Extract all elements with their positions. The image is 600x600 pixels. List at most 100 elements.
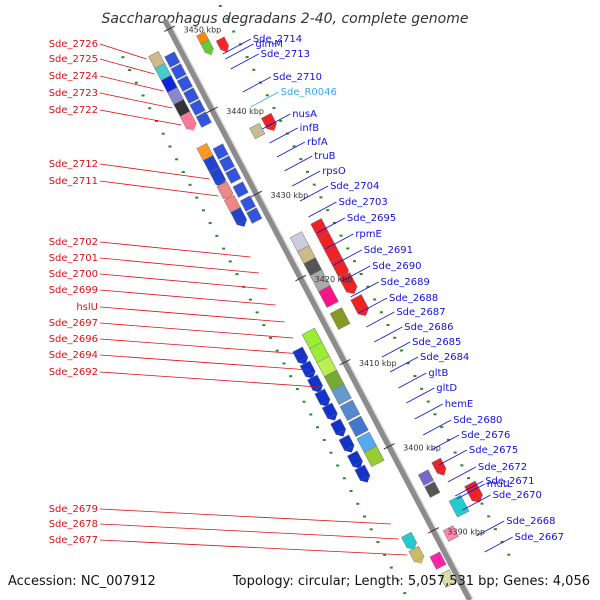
left-gene-label[interactable]: Sde_2700 (49, 269, 98, 280)
left-label-leader (99, 306, 285, 323)
left-gene-label[interactable]: Sde_2702 (49, 237, 98, 248)
gene-feature-body (329, 307, 351, 330)
scale-dot (379, 311, 383, 314)
left-gene-label[interactable]: Sde_2694 (49, 350, 98, 361)
gene-feature (249, 122, 266, 140)
left-gene-label[interactable]: Sde_2699 (49, 285, 98, 296)
gene-feature (164, 51, 181, 68)
right-gene-label[interactable]: gltB (428, 368, 448, 379)
genome-backbone (162, 18, 473, 600)
right-gene-label[interactable]: truB (314, 151, 335, 162)
right-gene-label[interactable]: Sde_2671 (485, 476, 534, 487)
scale-dot (168, 145, 172, 148)
scale-dot (295, 387, 299, 390)
right-gene-label[interactable]: Sde_2691 (364, 245, 413, 256)
right-gene-label[interactable]: Sde_2668 (506, 516, 555, 527)
gene-feature-arrow (298, 357, 309, 365)
left-label-leader (99, 58, 155, 75)
left-gene-label[interactable]: Sde_2678 (49, 519, 98, 530)
right-gene-label[interactable]: Sde_R0046 (281, 87, 337, 98)
left-gene-label[interactable]: Sde_2726 (49, 39, 98, 50)
right-gene-label[interactable]: rbfA (307, 137, 328, 148)
left-gene-label[interactable]: Sde_2724 (49, 71, 98, 82)
left-gene-label[interactable]: Sde_2696 (49, 334, 98, 345)
right-gene-label[interactable]: Sde_2686 (404, 322, 453, 333)
scale-dot (426, 400, 430, 403)
gene-feature (347, 450, 364, 469)
left-gene-label[interactable]: Sde_2697 (49, 318, 98, 329)
left-gene-label[interactable]: Sde_2711 (49, 176, 98, 187)
gene-feature-arrow (327, 413, 338, 421)
right-label-leader (358, 297, 388, 314)
right-gene-label[interactable]: Sde_2672 (478, 462, 527, 473)
right-label-leader (381, 341, 411, 358)
right-gene-label[interactable]: Sde_2685 (412, 337, 461, 348)
right-gene-label[interactable]: mutL (487, 479, 513, 490)
scale-dot (225, 17, 229, 20)
right-gene-label[interactable]: Sde_2704 (330, 181, 379, 192)
right-label-leader (242, 76, 271, 93)
scale-dot (148, 107, 152, 110)
right-label-leader (262, 113, 291, 130)
left-label-leader (99, 43, 147, 60)
scale-dot (359, 272, 363, 275)
left-label-leader (99, 92, 173, 109)
scale-dot (248, 298, 252, 301)
gene-feature (212, 143, 229, 160)
gene-feature (329, 307, 351, 330)
right-label-leader (225, 43, 254, 60)
right-gene-label[interactable]: Sde_2680 (453, 415, 502, 426)
gene-feature-body (249, 122, 266, 140)
right-label-leader (438, 449, 468, 466)
left-gene-label[interactable]: Sde_2712 (49, 159, 98, 170)
scale-dot (161, 132, 165, 135)
gene-feature (260, 112, 277, 131)
right-label-leader (414, 403, 443, 420)
scale-dot (312, 183, 316, 186)
right-gene-label[interactable]: rpsO (322, 166, 346, 177)
left-label-leader (99, 289, 276, 306)
right-gene-label[interactable]: rpmE (355, 229, 382, 240)
right-gene-label[interactable]: Sde_2667 (515, 532, 564, 543)
kbp-label: 3390 kbp (447, 527, 485, 536)
left-gene-label[interactable]: Sde_2701 (49, 253, 98, 264)
left-gene-label[interactable]: Sde_2679 (49, 504, 98, 515)
right-gene-label[interactable]: Sde_2710 (273, 72, 322, 83)
right-gene-label[interactable]: Sde_2687 (396, 307, 445, 318)
right-gene-label[interactable]: Sde_2703 (338, 197, 387, 208)
gene-feature-body (408, 545, 425, 563)
right-gene-label[interactable]: Sde_2675 (469, 445, 518, 456)
left-gene-label[interactable]: Sde_2725 (49, 54, 98, 65)
right-gene-label[interactable]: gltD (436, 383, 457, 394)
left-gene-label[interactable]: hslU (76, 302, 98, 313)
right-label-leader (230, 53, 259, 70)
right-label-leader (462, 494, 491, 511)
right-gene-label[interactable]: Sde_2714 (253, 34, 302, 45)
right-gene-label[interactable]: Sde_2689 (381, 277, 430, 288)
left-gene-label[interactable]: Sde_2722 (49, 105, 98, 116)
right-gene-label[interactable]: Sde_2684 (420, 352, 469, 363)
right-gene-label[interactable]: Sde_2690 (372, 261, 421, 272)
gene-feature-arrow (344, 445, 355, 453)
left-gene-label[interactable]: Sde_2677 (49, 535, 98, 546)
left-gene-label[interactable]: Sde_2692 (49, 367, 98, 378)
scale-dot (316, 426, 320, 429)
right-gene-label[interactable]: infB (300, 123, 320, 134)
right-gene-label[interactable]: nusA (292, 109, 317, 120)
right-label-leader (325, 233, 354, 250)
scale-dot (181, 171, 185, 174)
right-gene-label[interactable]: Sde_2688 (389, 293, 438, 304)
right-gene-label[interactable]: hemE (445, 399, 474, 410)
scale-dot (322, 438, 326, 441)
right-gene-label[interactable]: Sde_2713 (261, 49, 310, 60)
right-gene-label[interactable]: Sde_2676 (461, 430, 510, 441)
gene-feature-body (339, 399, 361, 422)
left-gene-label[interactable]: Sde_2723 (49, 88, 98, 99)
gene-feature-body (331, 383, 352, 406)
right-gene-label[interactable]: Sde_2670 (493, 490, 542, 501)
right-gene-label[interactable]: Sde_2695 (347, 213, 396, 224)
scale-dot (406, 362, 410, 365)
right-gene-label[interactable]: glmM (255, 39, 282, 50)
gene-feature-body (330, 256, 350, 277)
